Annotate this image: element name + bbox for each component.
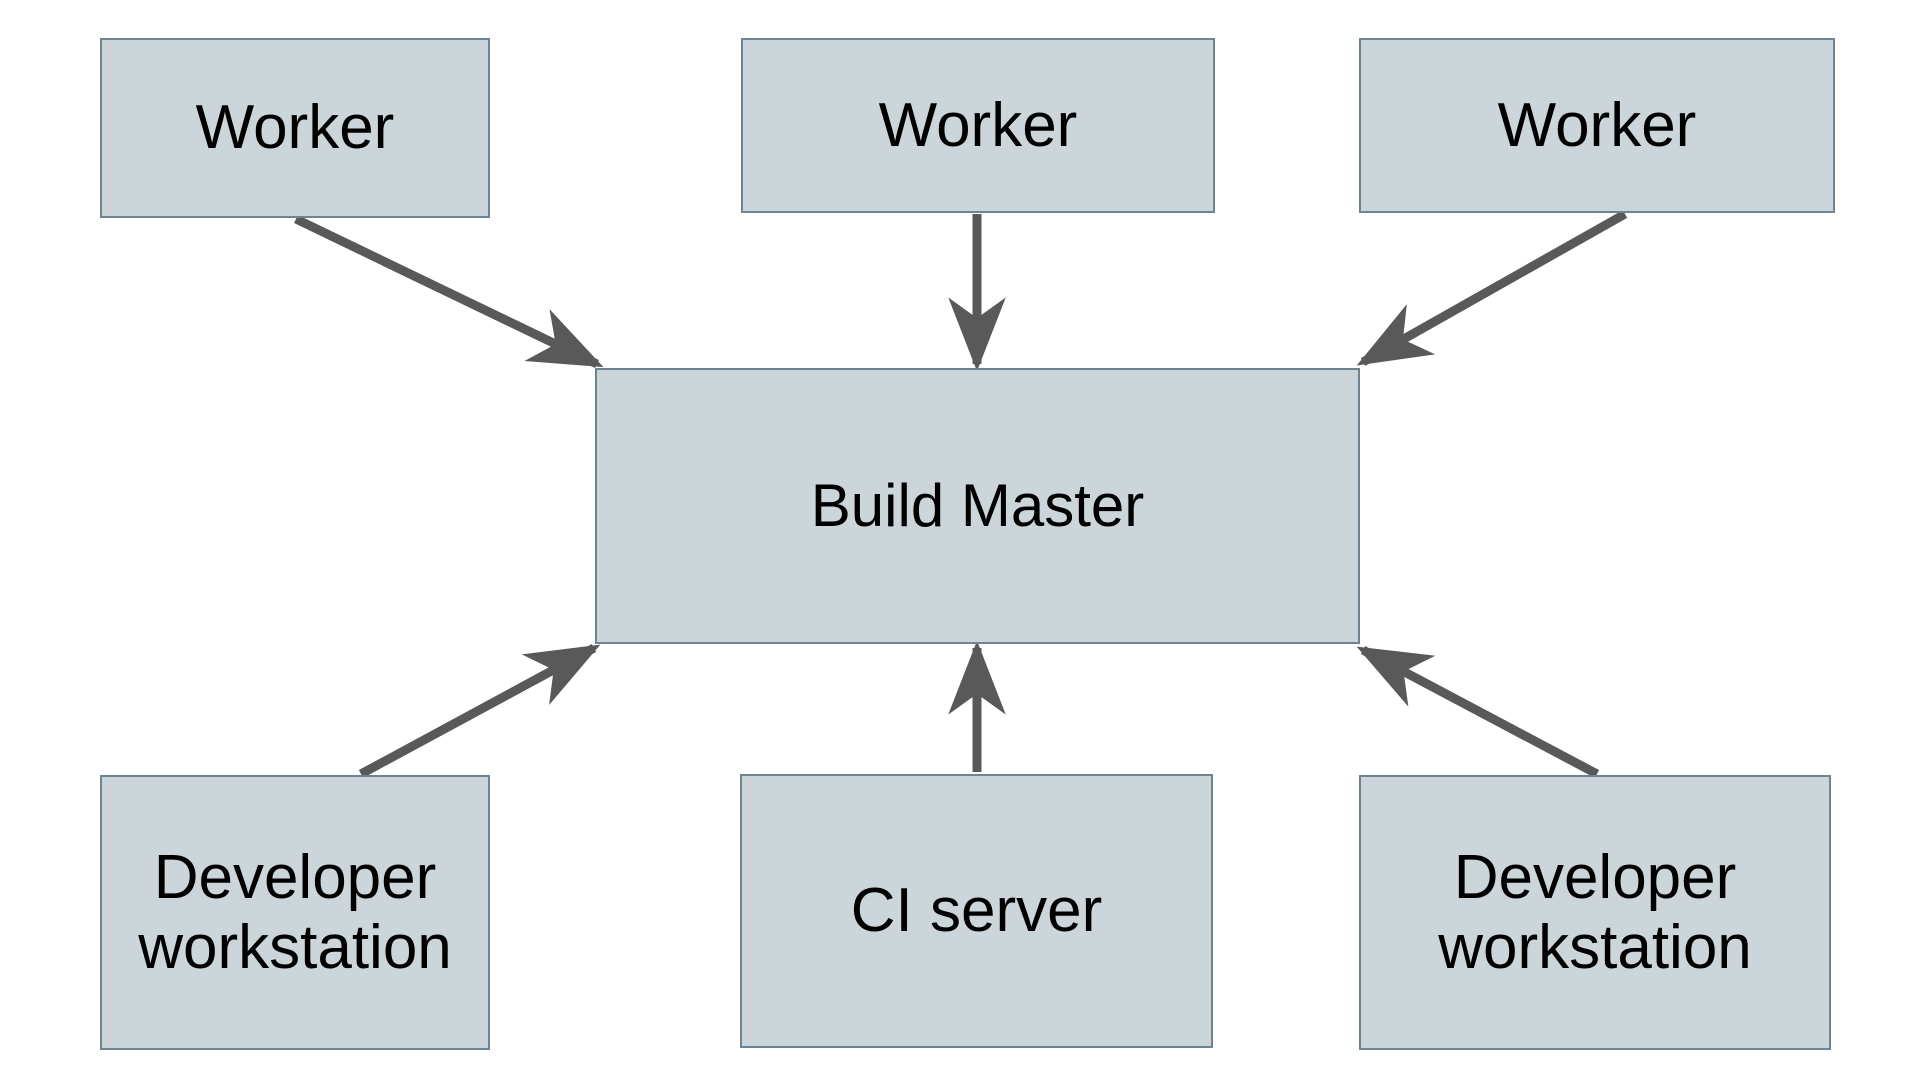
node-worker-right-label: Worker — [1497, 90, 1697, 160]
node-developer-workstation-right[interactable]: Developer workstation — [1359, 775, 1831, 1050]
edge-worker-right-to-build-master — [1356, 210, 1628, 366]
node-developer-workstation-left[interactable]: Developer workstation — [100, 775, 490, 1050]
node-build-master-label: Build Master — [810, 472, 1145, 540]
node-worker-left-label: Worker — [195, 93, 395, 163]
node-developer-workstation-left-label: Developer workstation — [138, 843, 452, 982]
node-build-master[interactable]: Build Master — [595, 368, 1360, 644]
node-developer-workstation-right-label: Developer workstation — [1438, 843, 1752, 982]
node-worker-right[interactable]: Worker — [1359, 38, 1835, 213]
node-worker-middle[interactable]: Worker — [741, 38, 1215, 213]
edge-developer-workstation-right-to-build-master — [1356, 646, 1600, 778]
node-worker-left[interactable]: Worker — [100, 38, 490, 218]
node-worker-middle-label: Worker — [878, 90, 1078, 160]
node-ci-server[interactable]: CI server — [740, 774, 1213, 1048]
edge-worker-left-to-build-master — [294, 214, 604, 369]
edge-developer-workstation-left-to-build-master — [358, 644, 601, 778]
node-ci-server-label: CI server — [850, 876, 1103, 946]
